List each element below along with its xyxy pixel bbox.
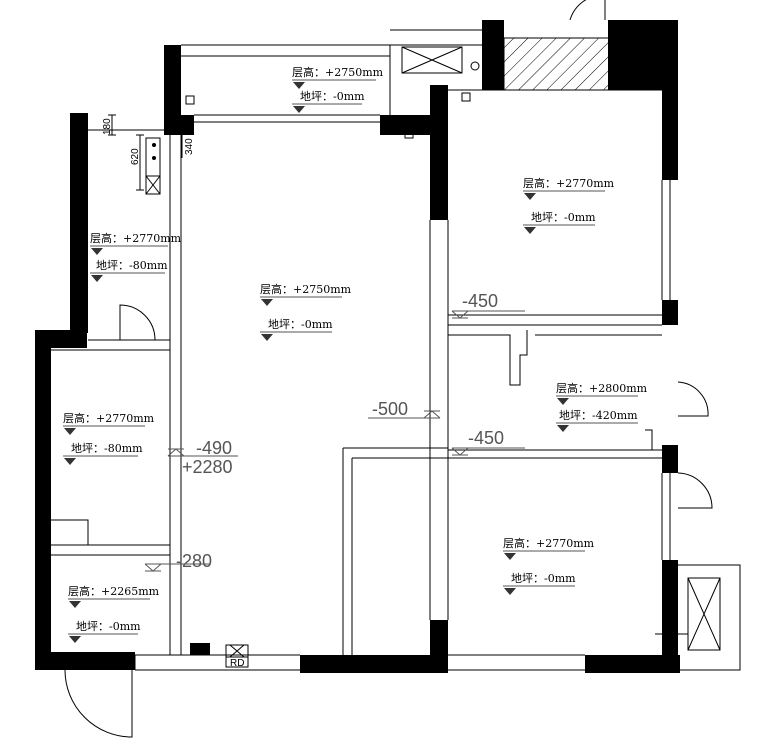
room-height: 层高：+2800mm bbox=[556, 381, 648, 395]
room-height: 层高：+2265mm bbox=[68, 584, 160, 598]
wall-bottom-mid bbox=[300, 655, 448, 673]
room-bedroom-2: 层高：+2770mm 地坪：-0mm bbox=[503, 536, 595, 595]
door-right-2 bbox=[677, 472, 713, 509]
room-kitchen: 层高：+2770mm 地坪：-80mm bbox=[90, 231, 182, 282]
room-floor: 地坪：-0mm bbox=[268, 318, 333, 331]
walls bbox=[35, 20, 680, 673]
wall-living-left-top bbox=[164, 115, 194, 135]
wall-bath-top bbox=[35, 330, 87, 348]
beam-level: -280 bbox=[176, 551, 212, 571]
beam-level: -500 bbox=[372, 399, 408, 419]
wall-bottom-left bbox=[35, 652, 135, 670]
room-height: 层高：+2770mm bbox=[503, 536, 595, 550]
room-floor: 地坪：-80mm bbox=[71, 442, 143, 455]
room-floor: 地坪：-420mm bbox=[559, 409, 638, 422]
doors bbox=[64, 0, 713, 738]
dim-180: 180 bbox=[102, 118, 113, 135]
room-height: 层高：+2750mm bbox=[260, 282, 352, 296]
wall-upper-mid bbox=[380, 115, 435, 135]
fixtures bbox=[145, 61, 480, 668]
room-floor: 地坪：-80mm bbox=[96, 259, 168, 272]
partition-lines bbox=[51, 29, 741, 671]
dim-620: 620 bbox=[130, 148, 141, 165]
room-height: 层高：+2750mm bbox=[292, 65, 384, 79]
wall-bottom-right-pillar bbox=[662, 560, 678, 673]
room-height: 层高：+2770mm bbox=[90, 231, 182, 245]
room-bathroom: 层高：+2770mm 地坪：-80mm bbox=[63, 411, 155, 465]
wall-right-outer-low bbox=[662, 445, 678, 473]
rd-tag: RD bbox=[230, 658, 244, 669]
wall-right-outer-top bbox=[662, 90, 678, 180]
room-labels: 层高：+2750mm 地坪：-0mm 层高：+2770mm 地坪：-80mm 层… bbox=[63, 65, 648, 643]
beam-level: -450 bbox=[468, 428, 504, 448]
door-top bbox=[569, 0, 606, 21]
beam-level: -490 bbox=[196, 438, 232, 458]
room-closet: 层高：+2800mm 地坪：-420mm bbox=[556, 381, 648, 432]
room-floor: 地坪：-0mm bbox=[531, 211, 596, 224]
hatched-zone bbox=[503, 37, 663, 91]
beam-level: +2280 bbox=[182, 457, 233, 477]
room-floor: 地坪：-0mm bbox=[300, 90, 365, 103]
wall-bath-left bbox=[35, 330, 51, 670]
room-floor: 地坪：-0mm bbox=[511, 572, 576, 585]
wall-right-outer-mid bbox=[662, 300, 678, 325]
room-storage: 层高：+2265mm 地坪：-0mm bbox=[68, 584, 160, 643]
room-floor: 地坪：-0mm bbox=[76, 620, 141, 633]
beam-markers: -450 -500 -490 +2280 -450 -280 bbox=[144, 291, 525, 572]
beam-level: -450 bbox=[462, 291, 498, 311]
room-height: 层高：+2770mm bbox=[63, 411, 155, 425]
wall-bottom-right bbox=[585, 655, 680, 673]
dim-340: 340 bbox=[184, 138, 195, 155]
room-bedroom-1: 层高：+2770mm 地坪：-0mm bbox=[523, 176, 615, 234]
door-kitchen bbox=[119, 304, 156, 341]
dimension-marks: 180 620 340 bbox=[102, 114, 195, 191]
wall-shaft bbox=[482, 20, 504, 90]
door-right-1 bbox=[677, 381, 709, 417]
door-entry bbox=[64, 669, 133, 738]
wall-balcony-left bbox=[164, 45, 181, 135]
room-living: 层高：+2750mm 地坪：-0mm bbox=[260, 282, 352, 341]
wall-kitchen-left bbox=[70, 113, 88, 333]
wall-bottom-mid-pillar bbox=[430, 620, 448, 673]
wall-bed1-pillar bbox=[430, 85, 448, 220]
room-balcony: 层高：+2750mm 地坪：-0mm bbox=[292, 65, 384, 113]
room-height: 层高：+2770mm bbox=[523, 176, 615, 190]
